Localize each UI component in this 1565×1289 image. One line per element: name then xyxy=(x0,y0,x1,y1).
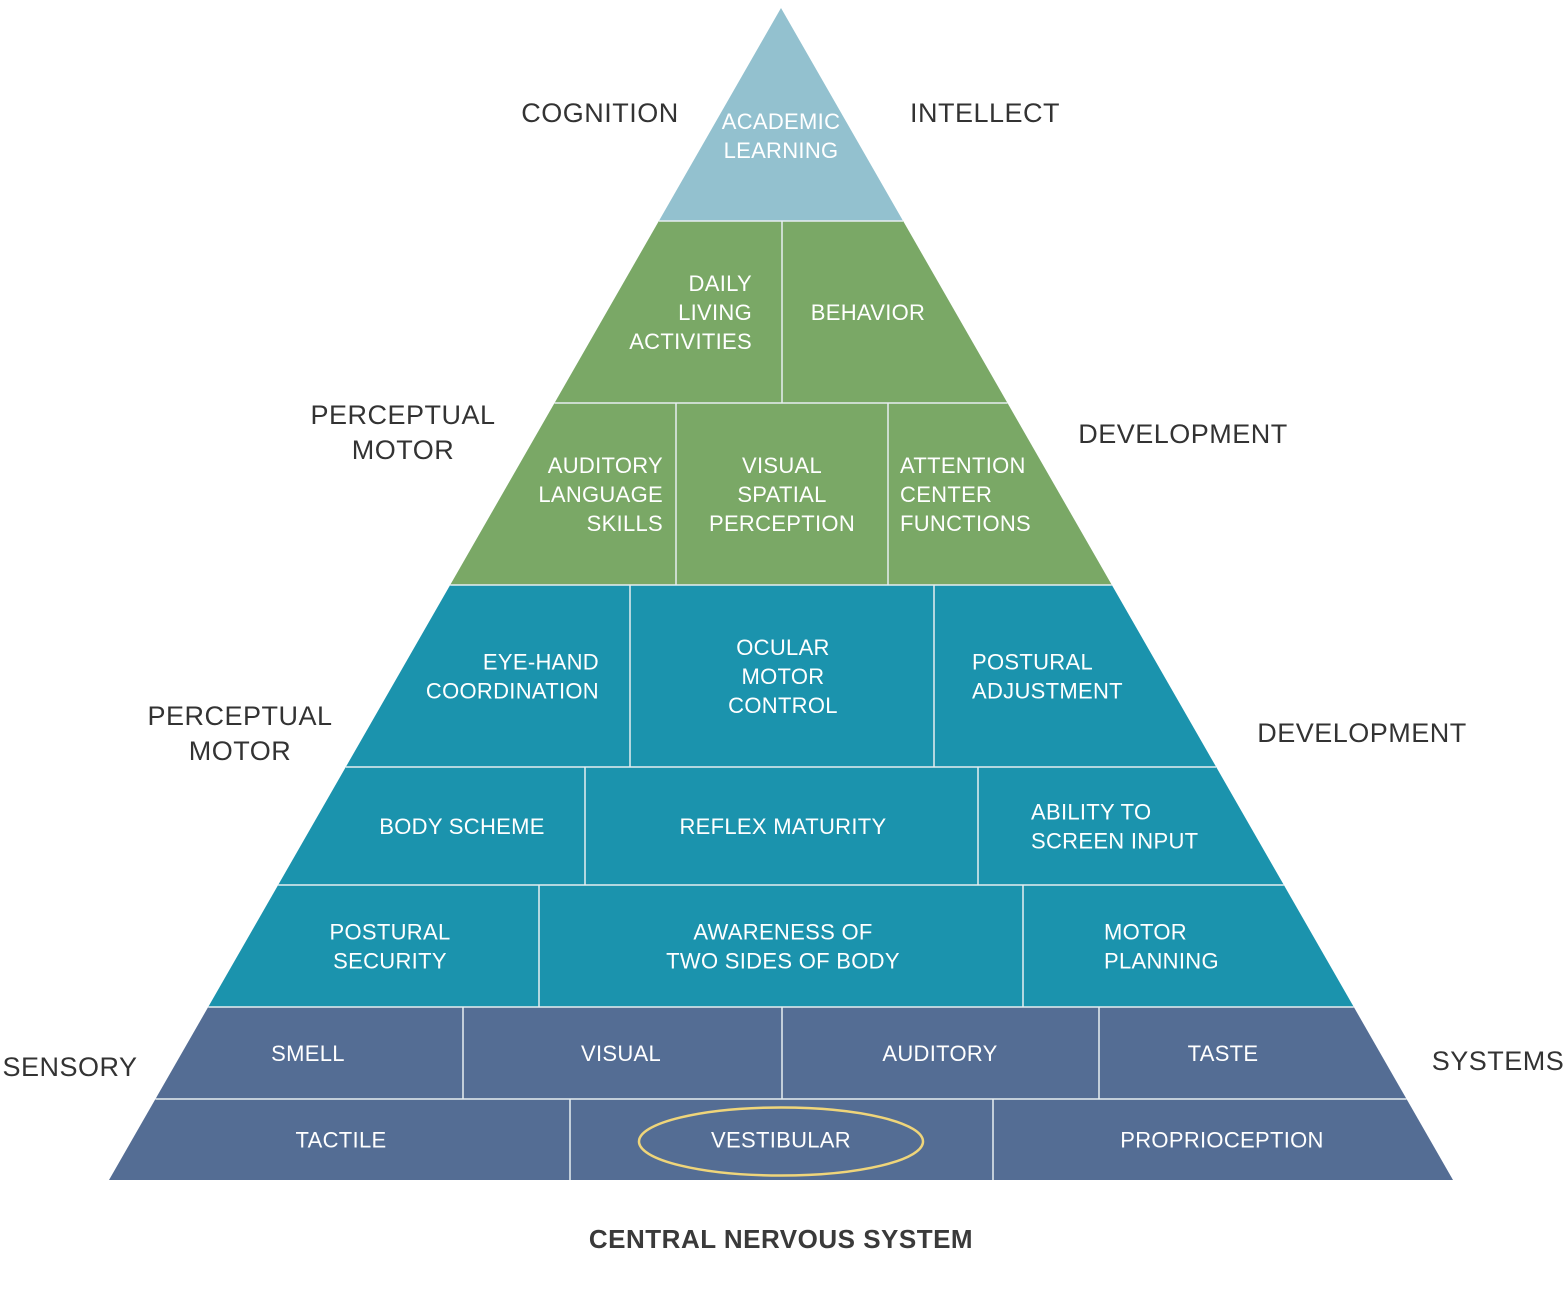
tier-7-band xyxy=(155,1007,1407,1099)
cell-label: LANGUAGE xyxy=(538,482,663,507)
cell-label: VISUAL xyxy=(581,1041,661,1066)
tier-5-band xyxy=(278,767,1284,885)
cell-label: VISUAL xyxy=(742,453,822,478)
pyramid-tiers xyxy=(109,8,1453,1180)
side-label: SYSTEMS xyxy=(1432,1046,1565,1076)
cell-label: TWO SIDES OF BODY xyxy=(666,949,900,974)
tier-4-band xyxy=(345,585,1217,767)
side-label: DEVELOPMENT xyxy=(1078,419,1288,449)
cell-label: COORDINATION xyxy=(426,679,599,704)
cell-label: MOTOR xyxy=(1104,920,1187,945)
cell-label: SPATIAL xyxy=(737,482,826,507)
cell-label: AWARENESS OF xyxy=(693,920,872,945)
side-label: MOTOR xyxy=(352,435,455,465)
footer-title: CENTRAL NERVOUS SYSTEM xyxy=(589,1224,973,1254)
cell-label: ACTIVITIES xyxy=(629,329,752,354)
tier-3-band xyxy=(450,403,1112,585)
side-label: PERCEPTUAL xyxy=(147,701,332,731)
cell-label: PLANNING xyxy=(1104,949,1219,974)
cell-label: OCULAR xyxy=(736,635,830,660)
cell-label: DAILY xyxy=(689,271,752,296)
cell-label: LEARNING xyxy=(724,138,839,163)
cell-label: VESTIBULAR xyxy=(711,1128,851,1153)
cell-label: AUDITORY xyxy=(882,1041,997,1066)
side-label: MOTOR xyxy=(189,736,292,766)
tier-1-band xyxy=(658,8,904,221)
cell-label: REFLEX MATURITY xyxy=(679,814,886,839)
cell-label: PERCEPTION xyxy=(709,511,855,536)
cell-label: SMELL xyxy=(271,1041,345,1066)
highlight-ellipse xyxy=(637,1106,925,1177)
side-label: DEVELOPMENT xyxy=(1257,718,1467,748)
cell-label: SKILLS xyxy=(587,511,663,536)
cell-label: ABILITY TO xyxy=(1031,800,1151,825)
cell-label: BODY SCHEME xyxy=(379,814,545,839)
cell-label: LIVING xyxy=(678,300,752,325)
cell-label: PROPRIOCEPTION xyxy=(1120,1128,1323,1153)
cell-label: FUNCTIONS xyxy=(900,511,1031,536)
side-labels: COGNITION INTELLECT PERCEPTUAL MOTOR DEVELOP… xyxy=(2,98,1565,1082)
cell-label: CENTER xyxy=(900,482,992,507)
cell-label: ADJUSTMENT xyxy=(972,679,1123,704)
cell-label: SCREEN INPUT xyxy=(1031,829,1198,854)
cell-label: TACTILE xyxy=(296,1128,387,1153)
side-label: PERCEPTUAL xyxy=(310,400,495,430)
cell-label: MOTOR xyxy=(742,664,825,689)
cell-label: POSTURAL xyxy=(972,650,1093,675)
cell-label: POSTURAL xyxy=(330,920,451,945)
cell-label: CONTROL xyxy=(728,693,838,718)
pyramid-cell-labels: ACADEMIC LEARNING DAILY LIVING ACTIVITIES BEH… xyxy=(271,109,1323,1177)
cell-label: AUDITORY xyxy=(548,453,663,478)
side-label: SENSORY xyxy=(2,1052,137,1082)
side-label: COGNITION xyxy=(521,98,679,128)
tier-8-band xyxy=(109,1099,1453,1180)
cell-label: BEHAVIOR xyxy=(811,300,925,325)
cell-label: ATTENTION xyxy=(900,453,1026,478)
pyramid-dividers xyxy=(155,220,1407,1180)
tier-6-band xyxy=(208,885,1354,1007)
tier-2-band xyxy=(554,221,1008,403)
cell-label: TASTE xyxy=(1188,1041,1259,1066)
cell-label: SECURITY xyxy=(333,949,447,974)
side-label: INTELLECT xyxy=(910,98,1060,128)
cell-label: ACADEMIC xyxy=(722,109,841,134)
cell-label: EYE-HAND xyxy=(483,650,599,675)
